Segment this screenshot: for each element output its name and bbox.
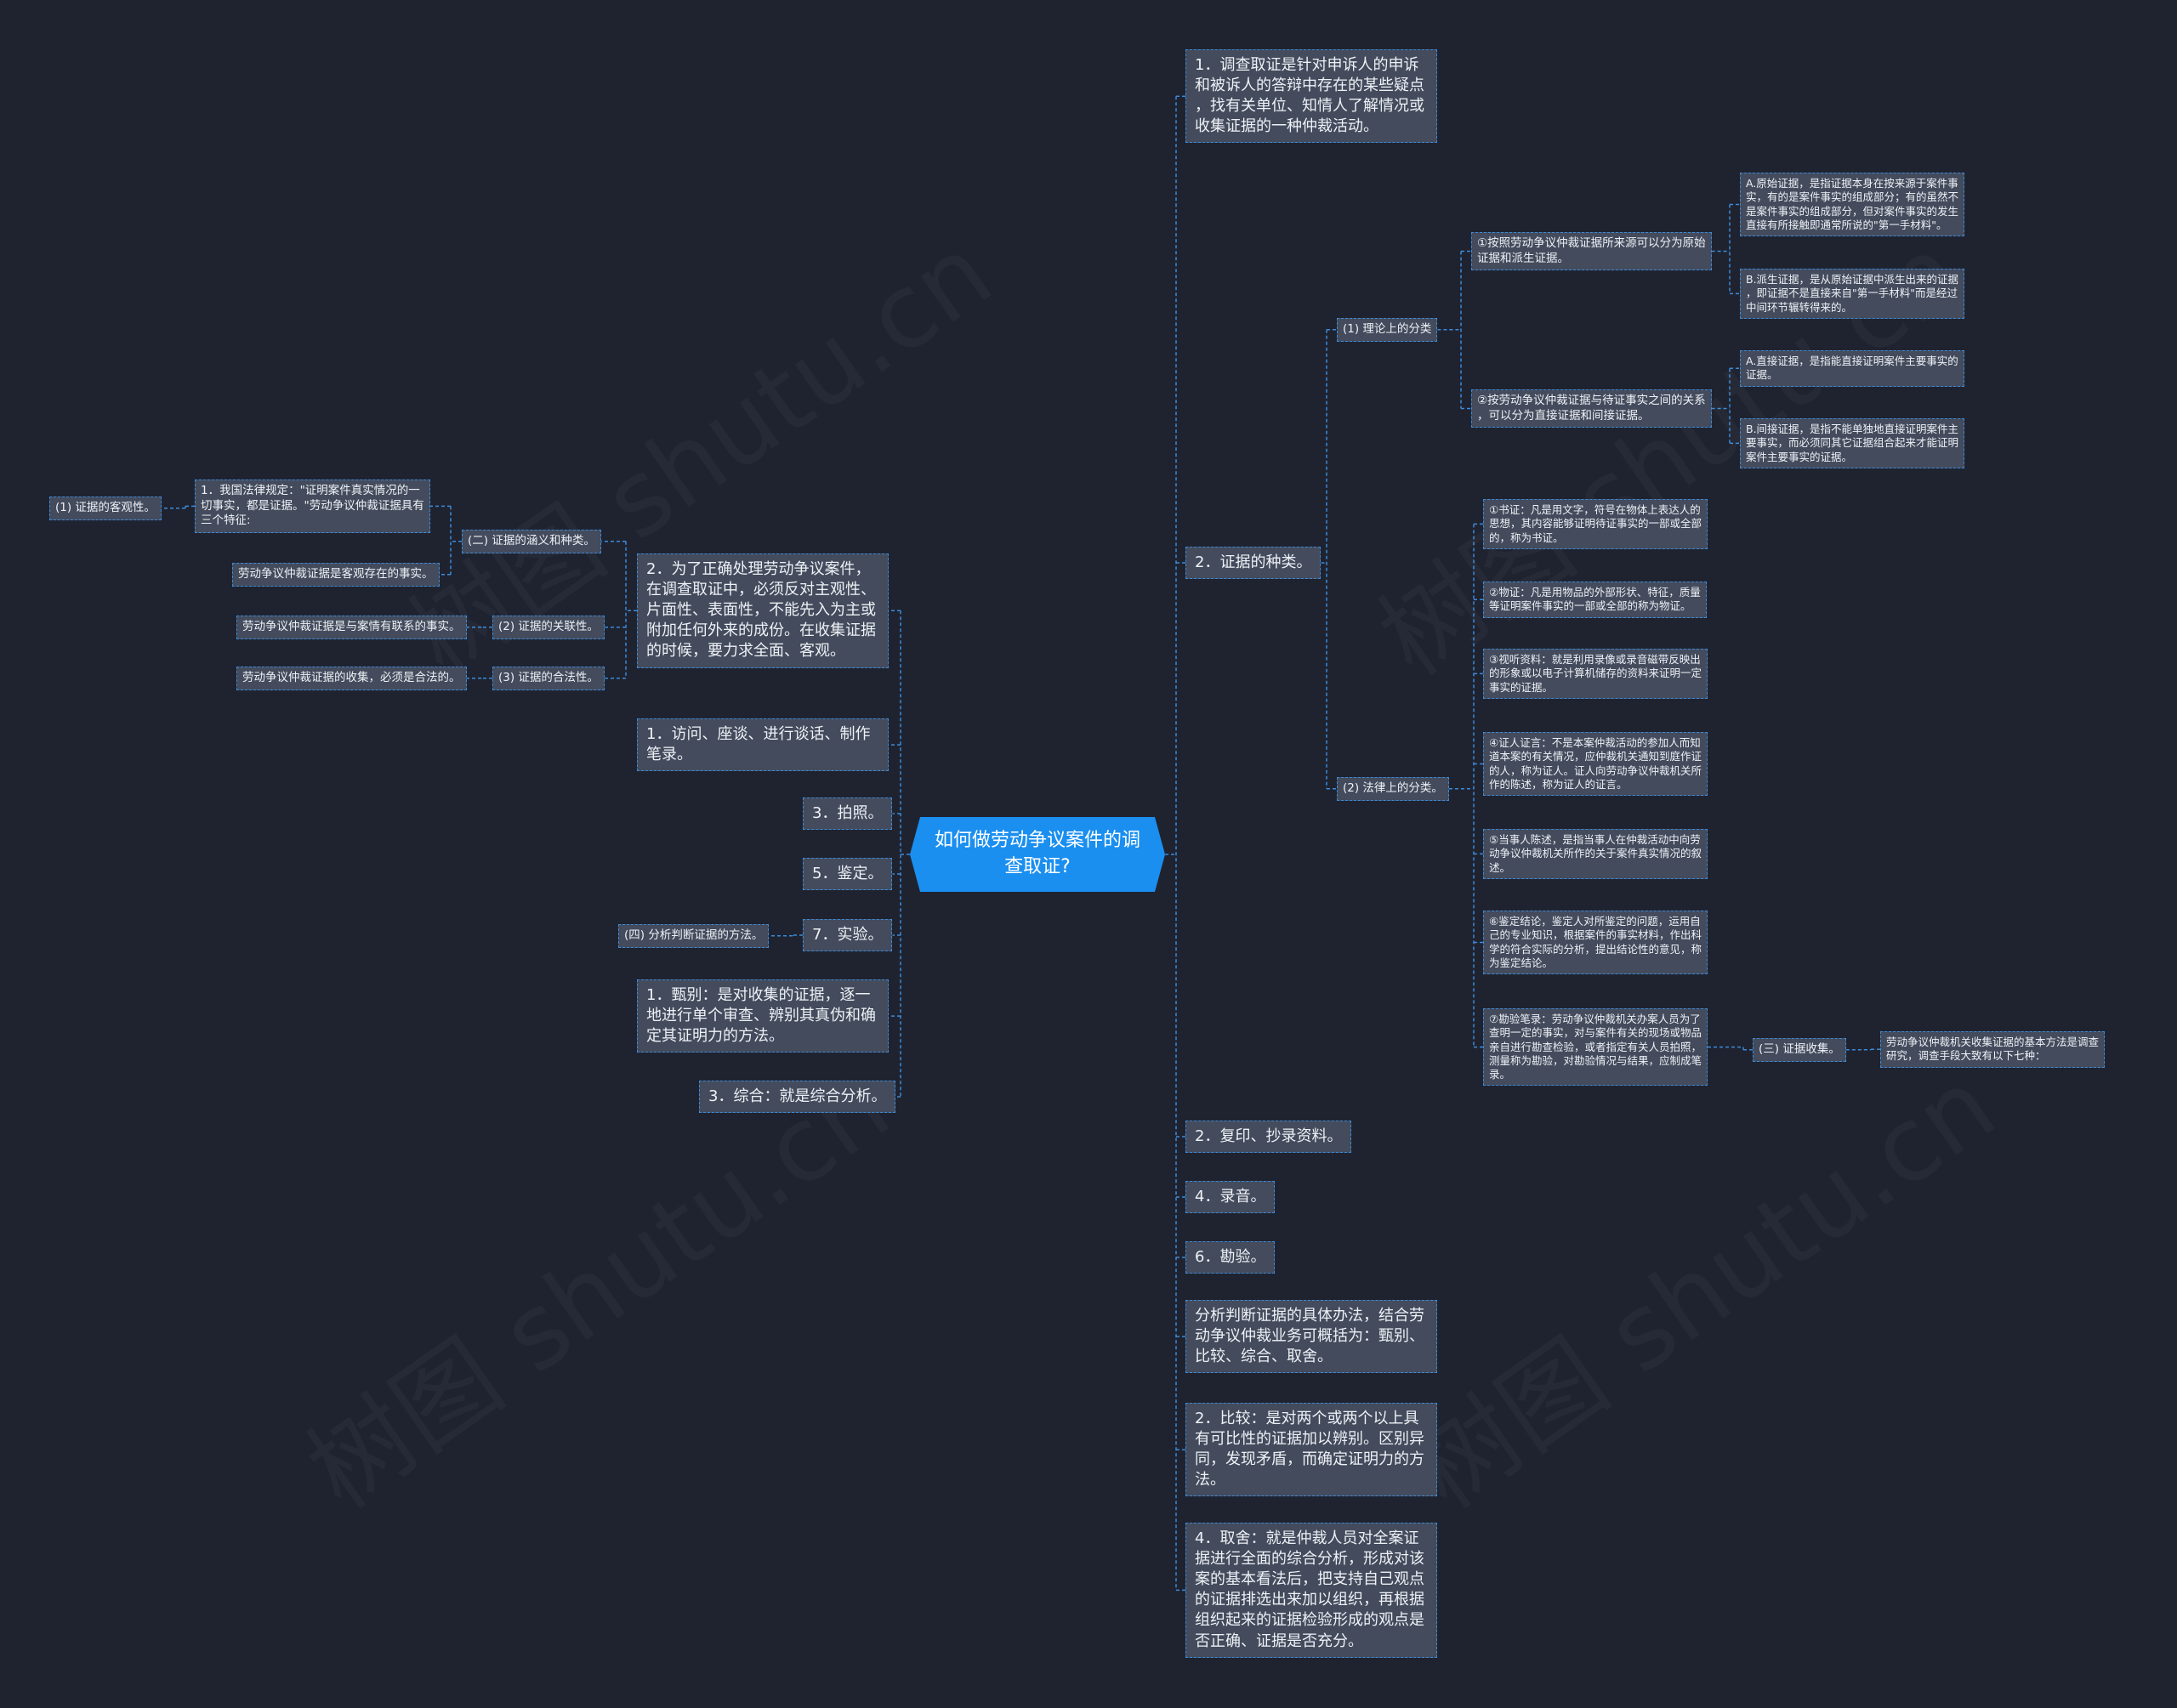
topic-relevance[interactable]: (2) 证据的关联性。: [492, 616, 605, 639]
topic-documentary-evidence[interactable]: ①书证：凡是用文字，符号在物体上表达人的 思想，其内容能够证明待证事实的一部或全…: [1483, 499, 1708, 549]
topic-copy-materials[interactable]: 2．复印、抄录资料。: [1185, 1121, 1352, 1154]
topic-direct-evidence[interactable]: A.直接证据，是指能直接证明案件主要事实的 证据。: [1740, 350, 1964, 387]
topic-objective-fact[interactable]: 劳动争议仲裁证据是客观存在的事实。: [232, 563, 440, 587]
topic-screening[interactable]: 1．甄别：是对收集的证据，逐一 地进行单个审查、辨别其真伪和确 定其证明力的方法…: [637, 979, 889, 1053]
topic-derived-evidence[interactable]: B.派生证据，是从原始证据中派生出来的证据 ，即证据不是直接来自"第一手材料"而…: [1740, 269, 1965, 319]
topic-inspection[interactable]: 6．勘验。: [1185, 1241, 1276, 1274]
topic-expert-conclusion[interactable]: ⑥鉴定结论，鉴定人对所鉴定的问题，运用自 己的专业知识，根据案件的事实材料，作出…: [1483, 911, 1708, 974]
topic-source-classification[interactable]: ①按照劳动争议仲裁证据所来源可以分为原始 证据和派生证据。: [1471, 232, 1712, 271]
topic-legal-classification[interactable]: (2) 法律上的分类。: [1337, 777, 1449, 801]
topic-original-evidence[interactable]: A.原始证据，是指证据本身在按来源于案件事 实，有的是案件事实的组成部分；有的虽…: [1740, 173, 1965, 236]
topic-evidence-meaning[interactable]: (二) 证据的涵义和种类。: [462, 530, 601, 553]
topic-comparison[interactable]: 2．比较：是对两个或两个以上具 有可比性的证据加以辨别。区别异 同，发现矛盾，而…: [1185, 1403, 1437, 1497]
topic-theoretical-classification[interactable]: (1) 理论上的分类: [1337, 318, 1438, 342]
topic-party-statement[interactable]: ⑤当事人陈述，是指当事人在仲裁活动中向劳 动争议仲裁机关所作的关于案件真实情况的…: [1483, 829, 1708, 879]
topic-inspection-record[interactable]: ⑦勘验笔录：劳动争议仲裁机关办案人员为了 查明一定的事实，对与案件有关的现场或物…: [1483, 1008, 1708, 1087]
topic-legal-definition[interactable]: 1．我国法律规定："证明案件真实情况的一 切事实，都是证据。"劳动争议仲裁证据具…: [195, 479, 430, 533]
topic-selection[interactable]: 4．取舍：就是仲裁人员对全案证 据进行全面的综合分析，形成对该 案的基本看法后，…: [1185, 1523, 1437, 1658]
topic-objectivity[interactable]: (1) 证据的客观性。: [49, 497, 162, 520]
topic-evidence-types[interactable]: 2．证据的种类。: [1185, 547, 1322, 580]
topic-audiovisual-material[interactable]: ③视听资料：就是利用录像或录音磁带反映出 的形象或以电子计算机储存的资料来证明一…: [1483, 649, 1708, 699]
topic-interview[interactable]: 1．访问、座谈、进行谈话、制作 笔录。: [637, 718, 889, 772]
topic-witness-testimony[interactable]: ④证人证言：不是本案仲裁活动的参加人而知 道本案的有关情况，应仲裁机关通知到庭作…: [1483, 732, 1708, 796]
topic-legal-collection[interactable]: 劳动争议仲裁证据的收集，必须是合法的。: [236, 667, 467, 690]
topic-collection-methods[interactable]: 劳动争议仲裁机关收集证据的基本方法是调查 研究，调查手段大致有以下七种：: [1880, 1031, 2106, 1068]
topic-physical-evidence[interactable]: ②物证：凡是用物品的外部形状、特征，质量 等证明案件事实的一部或全部的称为物证。: [1483, 582, 1707, 618]
topic-legality[interactable]: (3) 证据的合法性。: [492, 667, 605, 690]
topic-investigation-definition[interactable]: 1．调查取证是针对申诉人的申诉 和被诉人的答辩中存在的某些疑点 ，找有关单位、知…: [1185, 49, 1437, 144]
topic-appraisal[interactable]: 5．鉴定。: [803, 858, 893, 891]
topic-relation-classification[interactable]: ②按劳动争议仲裁证据与待证事实之间的关系 ，可以分为直接证据和间接证据。: [1471, 389, 1712, 428]
topic-experiment[interactable]: 7．实验。: [803, 919, 893, 952]
topic-analysis-method-heading[interactable]: (四) 分析判断证据的方法。: [618, 924, 770, 948]
topic-indirect-evidence[interactable]: B.间接证据，是指不能单独地直接证明案件主 要事实，而必须同其它证据组合起来才能…: [1740, 418, 1965, 468]
topic-evidence-collection[interactable]: (三) 证据收集。: [1753, 1038, 1846, 1062]
topic-analysis-methods[interactable]: 分析判断证据的具体办法，结合劳 动争议仲裁业务可概括为：甄别、 比较、综合、取舍…: [1185, 1300, 1437, 1374]
topic-photograph[interactable]: 3．拍照。: [803, 797, 893, 831]
root-topic[interactable]: 如何做劳动争议案件的调 查取证?: [910, 817, 1165, 892]
topic-recording[interactable]: 4．录音。: [1185, 1181, 1276, 1214]
topic-relevant-fact[interactable]: 劳动争议仲裁证据是与案情有联系的事实。: [236, 616, 467, 639]
topic-correct-handling[interactable]: 2．为了正确处理劳动争议案件， 在调查取证中，必须反对主观性、 片面性、表面性，…: [637, 553, 889, 668]
topic-synthesis[interactable]: 3．综合：就是综合分析。: [699, 1081, 896, 1114]
